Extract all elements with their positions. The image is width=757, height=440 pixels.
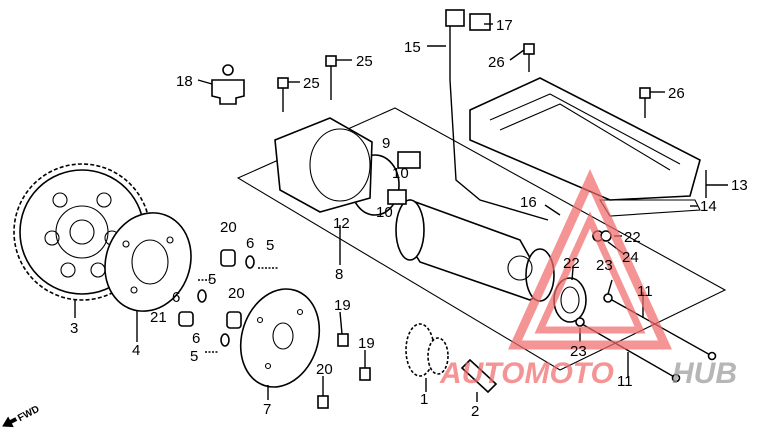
callout-12: 12 xyxy=(333,215,350,232)
callout-4: 4 xyxy=(132,342,140,359)
fwd-marker: FWD xyxy=(2,404,41,428)
callout-23a: 23 xyxy=(596,257,613,274)
part-housing-cover xyxy=(274,117,373,213)
callout-25b: 25 xyxy=(356,53,373,70)
callout-26b: 26 xyxy=(668,85,685,102)
callout-3: 3 xyxy=(70,320,78,337)
part-gasket xyxy=(599,199,701,217)
callout-6b: 6 xyxy=(172,289,180,306)
callout-25a: 25 xyxy=(303,75,320,92)
part-cap-18 xyxy=(211,64,245,105)
callout-17: 17 xyxy=(496,17,513,34)
callout-18: 18 xyxy=(176,73,193,90)
part-rollers xyxy=(178,249,278,353)
callout-13: 13 xyxy=(731,177,748,194)
callout-20a: 20 xyxy=(220,219,237,236)
watermark: AUTOMOTO HUB xyxy=(439,169,737,390)
watermark-text-right: HUB xyxy=(672,357,737,390)
callout-5c: 5 xyxy=(190,348,198,365)
callout-10a: 10 xyxy=(392,165,409,182)
part-bolts-25 xyxy=(277,55,337,112)
callout-19c: 20 xyxy=(316,361,333,378)
callout-24: 24 xyxy=(622,249,639,266)
part-starter-cable xyxy=(445,9,549,221)
part-clutch-plate xyxy=(239,288,321,388)
callout-14: 14 xyxy=(700,198,717,215)
part-bolts-26 xyxy=(523,43,651,118)
callout-5b: 5 xyxy=(208,271,216,288)
part-top-cover xyxy=(469,77,701,201)
callout-11a: 11 xyxy=(637,283,653,300)
callout-15: 15 xyxy=(404,39,421,56)
callout-labels: 3 4 20 6 5 5 6 20 21 6 5 7 8 9 10 10 12 … xyxy=(70,17,748,420)
part-reduction-gear xyxy=(405,323,449,377)
callout-7: 7 xyxy=(263,401,271,418)
callout-5a: 5 xyxy=(266,237,274,254)
callout-9: 9 xyxy=(382,135,390,152)
callout-6c: 6 xyxy=(192,330,200,347)
callout-11b: 11 xyxy=(617,373,633,390)
part-clutch-outer xyxy=(104,212,192,312)
callout-19b: 19 xyxy=(358,335,375,352)
callout-2: 2 xyxy=(471,403,479,420)
callout-21: 22 xyxy=(563,255,580,272)
callout-10b: 10 xyxy=(376,204,393,221)
part-starter-motor xyxy=(395,198,555,302)
callout-1: 1 xyxy=(420,391,428,408)
callout-16: 16 xyxy=(520,194,537,211)
callout-22: 22 xyxy=(624,229,641,246)
callout-23b: 23 xyxy=(570,343,587,360)
fwd-label: FWD xyxy=(16,404,41,424)
watermark-text-left: AUTOMOTO xyxy=(439,357,614,390)
callout-26a: 26 xyxy=(488,54,505,71)
callout-20b: 20 xyxy=(228,285,245,302)
callout-8: 8 xyxy=(335,266,343,283)
callout-6a: 6 xyxy=(246,235,254,252)
callout-20c: 21 xyxy=(150,309,167,326)
part-reduction-shaft xyxy=(460,358,498,394)
callout-19a: 19 xyxy=(334,297,351,314)
